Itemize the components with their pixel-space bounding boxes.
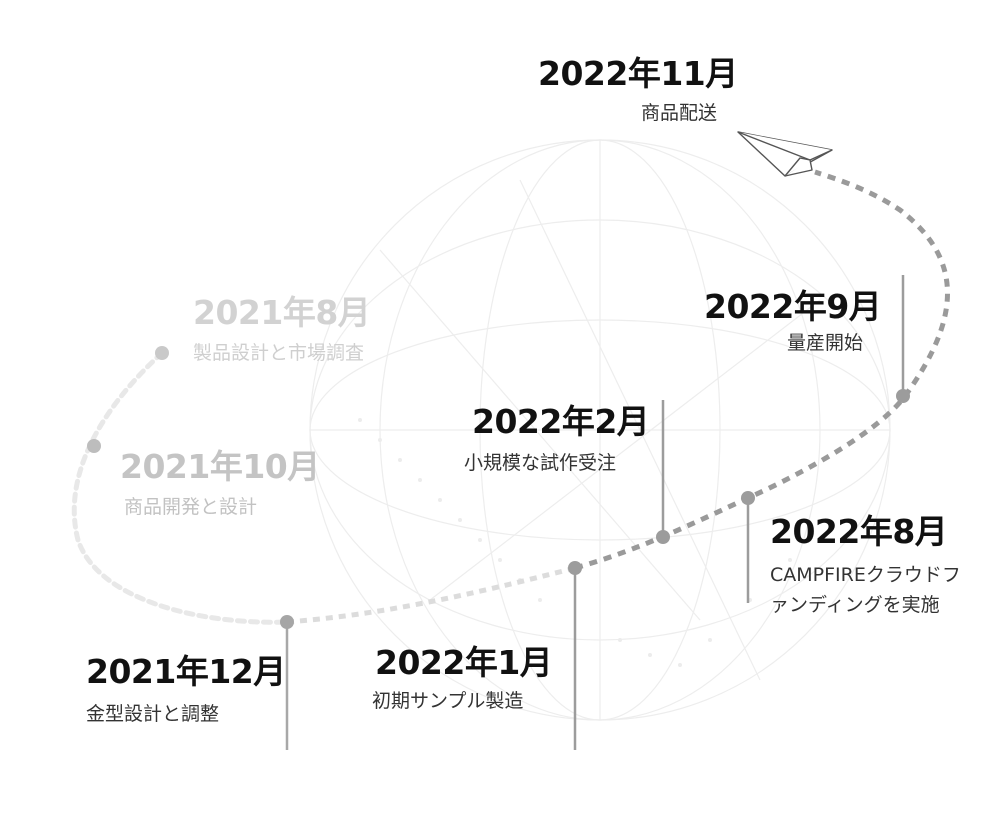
milestone-date: 2022年1月 (375, 643, 553, 682)
globe-dots (358, 418, 792, 667)
milestone-date: 2022年11月 (538, 54, 738, 93)
milestone-date: 2022年9月 (704, 287, 882, 326)
dot-2022-02 (656, 530, 670, 544)
milestone-date: 2022年8月 (770, 512, 948, 551)
milestone-date: 2021年10月 (120, 447, 320, 486)
milestone-date: 2021年8月 (193, 293, 371, 332)
milestone-desc: 商品開発と設計 (124, 496, 258, 518)
milestone-desc: 商品配送 (641, 102, 718, 124)
globe-icon (309, 139, 891, 721)
milestone-desc: 量産開始 (787, 332, 864, 354)
dot-2021-10 (87, 439, 101, 453)
milestone-desc: 小規模な試作受注 (464, 452, 617, 474)
milestone-date: 2022年2月 (472, 402, 650, 441)
milestone-desc: 製品設計と市場調査 (193, 342, 365, 364)
milestone-date: 2021年12月 (86, 652, 286, 691)
dot-2021-12 (280, 615, 294, 629)
dot-2022-09 (896, 389, 910, 403)
milestone-desc-line2: ァンディングを実施 (770, 594, 940, 616)
milestone-desc: 初期サンプル製造 (372, 690, 524, 712)
dot-2021-08 (155, 346, 169, 360)
dot-2022-01 (568, 561, 582, 575)
dot-2022-08 (741, 491, 755, 505)
milestone-desc-line1: CAMPFIREクラウドフ (770, 564, 961, 586)
path-transition (286, 565, 576, 625)
paper-plane-icon (737, 131, 833, 177)
path-faded (71, 350, 290, 625)
milestone-desc: 金型設計と調整 (86, 703, 220, 725)
